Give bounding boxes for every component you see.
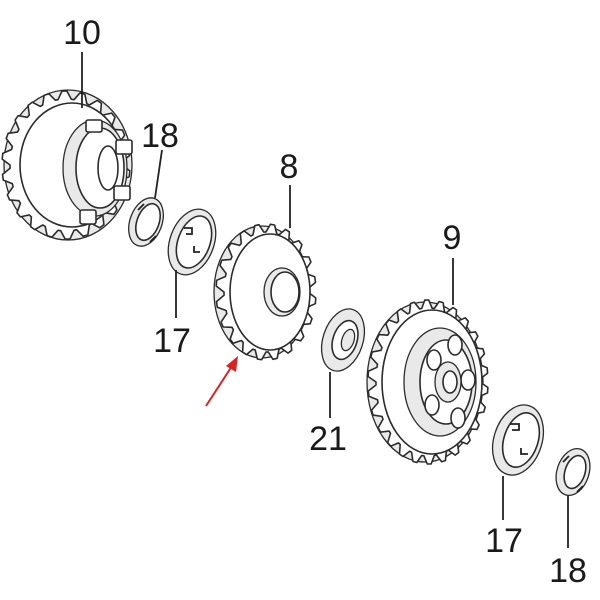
label-17-left: 17: [153, 322, 191, 360]
washer-21: [320, 308, 366, 372]
label-10: 10: [63, 14, 101, 52]
label-17-right: 17: [485, 522, 523, 560]
washer-17-right: [491, 404, 545, 476]
label-18-bottom: 18: [549, 552, 587, 590]
gear-8: [213, 223, 317, 361]
red-arrow-pointer-icon: [205, 356, 238, 407]
circlip-18-bottom: [555, 447, 591, 497]
label-21: 21: [309, 420, 347, 458]
label-9: 9: [443, 219, 462, 257]
label-8: 8: [280, 148, 299, 186]
gear-9: [366, 299, 489, 465]
washer-17-left: [167, 208, 217, 276]
label-18-top: 18: [141, 117, 179, 155]
gear-10: [1, 89, 133, 241]
leader-lines: [81, 52, 569, 548]
circlip-18-top: [128, 197, 164, 247]
